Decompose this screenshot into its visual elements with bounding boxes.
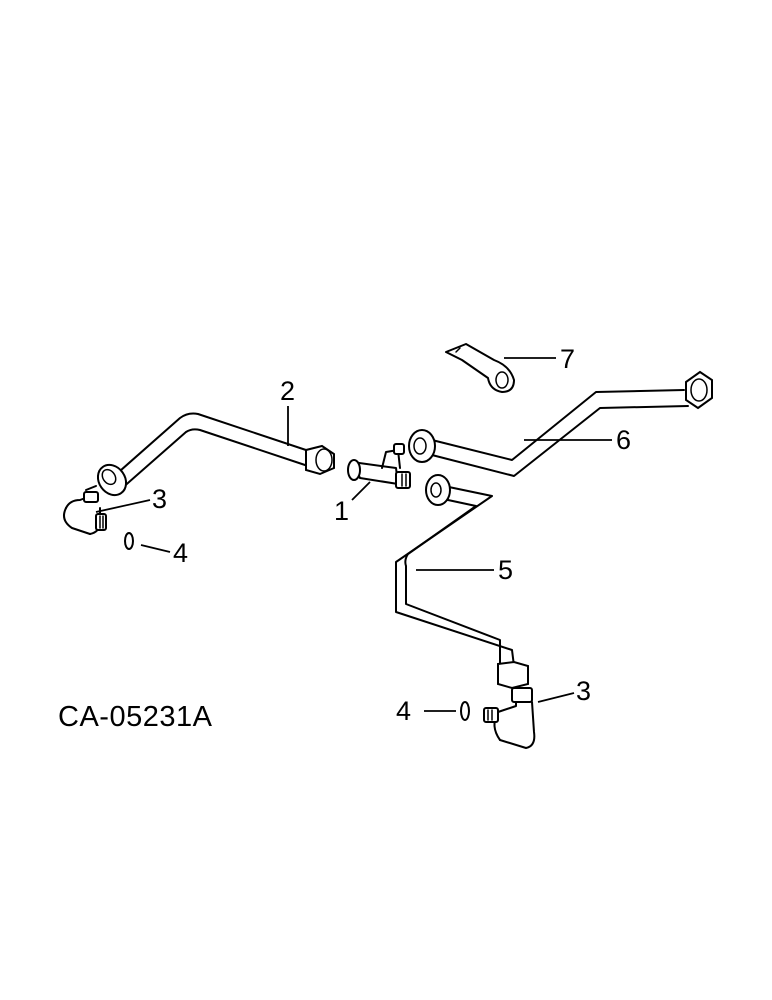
leader-lines	[95, 357, 612, 712]
callout-1: 1	[334, 496, 349, 526]
callout-4-upper: 4	[173, 538, 188, 568]
clamp-part-7	[445, 343, 515, 393]
o-ring-part-4-upper	[124, 532, 134, 550]
tee-fitting-part-1	[347, 443, 411, 489]
callout-2: 2	[280, 376, 295, 406]
drawing-code: CA-05231A	[58, 701, 213, 733]
callout-5: 5	[498, 555, 513, 585]
callout-7: 7	[560, 344, 575, 374]
callout-4-lower: 4	[396, 696, 411, 726]
tube-part-6	[408, 370, 713, 477]
callout-6: 6	[616, 425, 631, 455]
tube-part-2	[96, 412, 335, 497]
elbow-fitting-part-3-upper	[63, 485, 107, 535]
callout-3-lower: 3	[576, 676, 591, 706]
elbow-fitting-part-3-lower	[483, 687, 536, 749]
tube-part-5	[395, 474, 529, 690]
o-ring-part-4-lower	[460, 701, 470, 721]
callout-3-upper: 3	[152, 484, 167, 514]
